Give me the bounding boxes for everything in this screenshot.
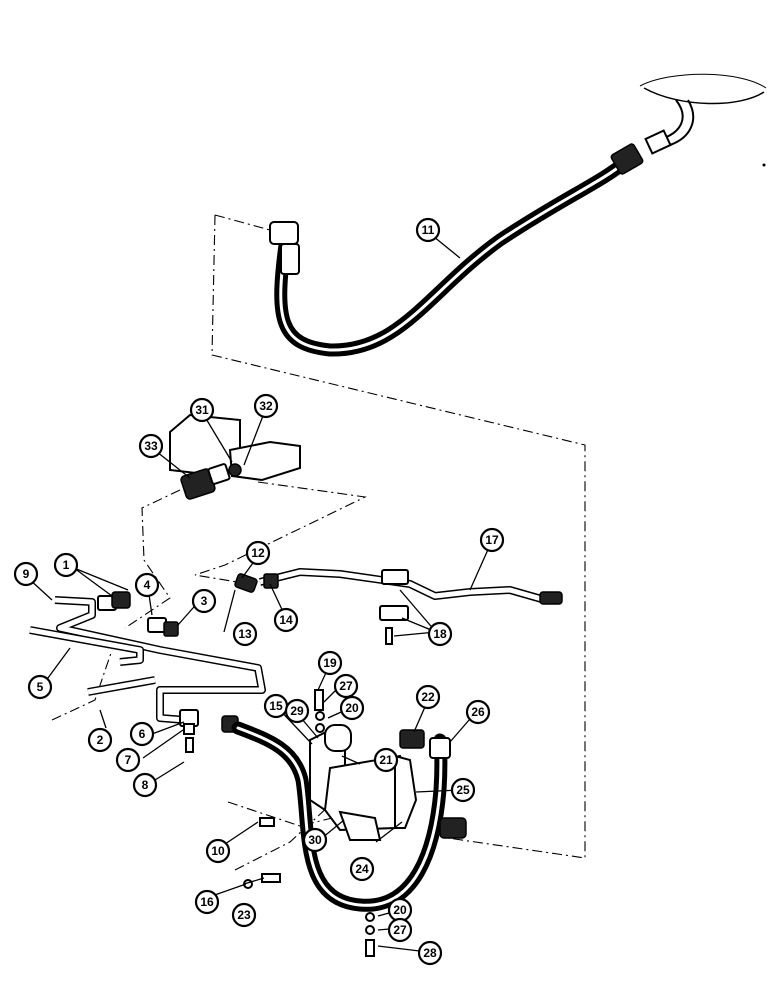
callout-27a: 27 [333, 673, 359, 699]
callout-33: 33 [138, 433, 164, 459]
svg-text:7: 7 [125, 753, 132, 767]
callout-29: 29 [284, 698, 310, 724]
reference-lines [51, 214, 586, 871]
svg-text:24: 24 [355, 862, 369, 876]
callout-17: 17 [479, 527, 505, 553]
callout-25: 25 [450, 777, 476, 803]
callout-7: 7 [115, 747, 141, 773]
svg-text:9: 9 [23, 567, 30, 581]
callout-20a: 20 [339, 695, 365, 721]
callout-9: 9 [13, 561, 39, 587]
callout-20b: 20 [387, 897, 413, 923]
svg-text:18: 18 [433, 627, 447, 641]
tube-lines [29, 568, 563, 753]
callout-26: 26 [465, 699, 491, 725]
callout-21: 21 [373, 747, 399, 773]
callout-14: 14 [273, 607, 299, 633]
svg-text:1: 1 [63, 558, 70, 572]
svg-text:5: 5 [37, 680, 44, 694]
callout-2: 2 [87, 727, 113, 753]
svg-text:25: 25 [456, 783, 470, 797]
svg-text:28: 28 [423, 946, 437, 960]
svg-text:14: 14 [279, 613, 293, 627]
svg-text:10: 10 [211, 844, 225, 858]
valve-block [169, 413, 301, 500]
svg-text:17: 17 [485, 533, 499, 547]
callout-22: 22 [415, 684, 441, 710]
svg-text:2: 2 [97, 733, 104, 747]
svg-text:30: 30 [308, 833, 322, 847]
callout-15: 15 [263, 693, 289, 719]
svg-text:6: 6 [139, 727, 146, 741]
callout-11: 11 [415, 217, 441, 243]
svg-text:20: 20 [393, 903, 407, 917]
callout-19: 19 [317, 650, 343, 676]
svg-text:29: 29 [290, 704, 304, 718]
callout-18: 18 [427, 621, 453, 647]
svg-text:19: 19 [323, 656, 337, 670]
callout-24: 24 [349, 856, 375, 882]
callout-5: 5 [27, 674, 53, 700]
svg-text:15: 15 [269, 699, 283, 713]
callout-28: 28 [417, 940, 443, 966]
svg-text:32: 32 [259, 399, 273, 413]
callout-10: 10 [205, 838, 231, 864]
svg-text:3: 3 [201, 594, 208, 608]
callout-8: 8 [132, 772, 158, 798]
tank-outline [639, 73, 767, 167]
svg-text:22: 22 [421, 690, 435, 704]
callout-23: 23 [231, 902, 257, 928]
svg-text:33: 33 [144, 439, 158, 453]
hose-11-assembly [269, 143, 644, 357]
callout-4: 4 [134, 572, 160, 598]
svg-text:23: 23 [237, 908, 251, 922]
svg-text:11: 11 [422, 223, 435, 237]
callout-16: 16 [194, 889, 220, 915]
svg-text:26: 26 [471, 705, 485, 719]
pump-motor-assembly [231, 689, 467, 957]
svg-text:27: 27 [339, 679, 353, 693]
svg-text:12: 12 [251, 546, 265, 560]
svg-text:13: 13 [238, 627, 252, 641]
callout-12: 12 [245, 540, 271, 566]
svg-text:4: 4 [144, 578, 151, 592]
callout-1: 1 [53, 552, 79, 578]
svg-text:16: 16 [200, 895, 214, 909]
callout-3: 3 [191, 588, 217, 614]
svg-text:31: 31 [195, 403, 209, 417]
svg-text:8: 8 [142, 778, 149, 792]
callouts: 1 2 3 4 5 6 7 8 9 10 11 12 13 14 15 16 1… [13, 217, 505, 966]
callout-31: 31 [189, 397, 215, 423]
svg-text:27: 27 [393, 923, 407, 937]
callout-27b: 27 [387, 917, 413, 943]
svg-text:21: 21 [379, 753, 393, 767]
callout-13: 13 [232, 621, 258, 647]
callout-30: 30 [302, 827, 328, 853]
svg-text:20: 20 [345, 701, 359, 715]
brackets-18 [379, 569, 409, 645]
callout-6: 6 [129, 721, 155, 747]
callout-32: 32 [253, 393, 279, 419]
